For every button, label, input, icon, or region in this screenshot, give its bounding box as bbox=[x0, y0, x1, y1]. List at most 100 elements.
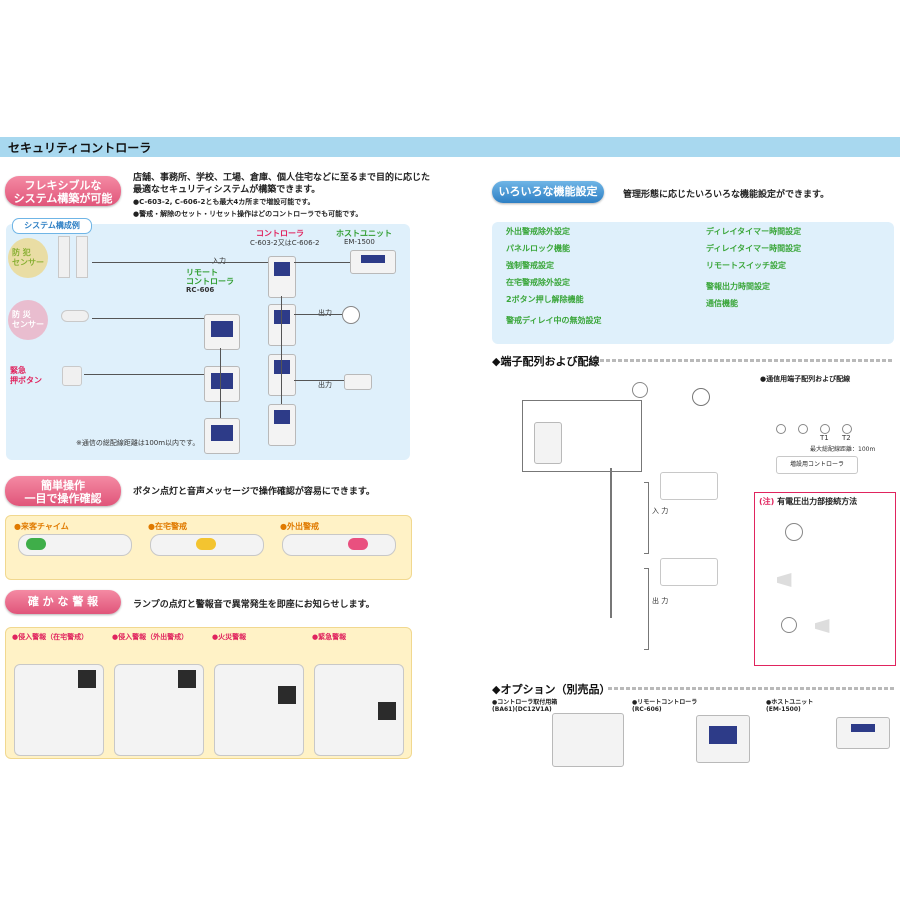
host-model: EM-1500 bbox=[344, 238, 375, 246]
flexible-badge-line1: フレキシブルな bbox=[24, 179, 102, 192]
sensor-device-2 bbox=[76, 236, 88, 278]
easy-col3-title: ●外出警戒 bbox=[280, 522, 319, 531]
terminal-main-box bbox=[522, 400, 642, 472]
remote-unit-3 bbox=[204, 418, 240, 454]
terminal-diagram: 入 力 出 力 bbox=[492, 372, 752, 662]
wire-7 bbox=[281, 296, 282, 404]
flexible-bullet2: ●警戒・解除のセット・リセット操作はどのコントローラでも可能です。 bbox=[133, 210, 363, 218]
easy-badge: 簡単操作 一目で操作確認 bbox=[5, 476, 121, 506]
controller-main bbox=[268, 256, 296, 298]
option-1-name: ●コントローラ取付用箱 bbox=[492, 699, 558, 706]
common-t2: T2 bbox=[842, 434, 851, 442]
feature-8: ディレイタイマー時間設定 bbox=[706, 244, 802, 253]
sensor-emergency-label: 緊急 押ボタン bbox=[10, 366, 42, 385]
output-label-2: 出力 bbox=[318, 381, 332, 389]
page-header: セキュリティコントローラ bbox=[0, 137, 900, 157]
remote-title: リモート コントローラ RC-606 bbox=[186, 268, 234, 294]
system-note: ※通信の総配線距離は100m以内です。 bbox=[76, 439, 200, 447]
alarm-col2-title: ●侵入警報（外出警戒） bbox=[112, 633, 189, 641]
wire-3 bbox=[84, 374, 204, 375]
terminal-title: ◆端子配列および配線 bbox=[492, 355, 600, 368]
terminal-box-1 bbox=[660, 472, 718, 500]
option-3-image bbox=[836, 717, 890, 749]
input-label: 入力 bbox=[212, 257, 226, 265]
controller-2 bbox=[268, 304, 296, 346]
sensor-device-1 bbox=[58, 236, 70, 278]
feature-5: 2ボタン押し解除機能 bbox=[506, 295, 584, 304]
fire-detector bbox=[61, 310, 89, 322]
features-panel: 外出警戒除外設定 パネルロック機能 強制警戒設定 在宅警戒除外設定 2ボタン押し… bbox=[492, 222, 894, 344]
common-t1: T1 bbox=[820, 434, 829, 442]
features-lead: 管理形態に応じたいろいろな機能設定ができます。 bbox=[623, 190, 830, 200]
terminal-controller bbox=[534, 422, 562, 464]
easy-buttons-1 bbox=[18, 534, 132, 556]
option-3-model: (EM-1500) bbox=[766, 706, 801, 713]
common-term-3 bbox=[820, 424, 830, 434]
controller-model: C-603-2又はC-606-2 bbox=[250, 239, 320, 247]
easy-col1-title: ●来客チャイム bbox=[14, 522, 69, 531]
alarm-lamp-1 bbox=[78, 670, 96, 688]
warn-title: 有電圧出力部接続方法 bbox=[777, 497, 858, 506]
feature-4: 在宅警戒除外設定 bbox=[506, 278, 570, 287]
terminal-rule bbox=[600, 359, 894, 362]
easy-btn-green bbox=[26, 538, 46, 550]
sensor-fire-circle bbox=[8, 300, 48, 340]
wire-1 bbox=[92, 262, 268, 263]
common-term-2 bbox=[798, 424, 808, 434]
option-2-image bbox=[696, 715, 750, 763]
option-1-image bbox=[552, 713, 624, 767]
feature-10: 警報出力時間設定 bbox=[706, 282, 770, 291]
warn-section: (注) 有電圧出力部接続方法 bbox=[754, 492, 896, 666]
features-list-right: ディレイタイマー時間設定 ディレイタイマー時間設定 リモートスイッチ設定 警報出… bbox=[706, 226, 886, 309]
sensor-fire-label: 防 災 センサー bbox=[12, 310, 44, 329]
easy-btn-yellow bbox=[196, 538, 216, 550]
alarm-lamp-2 bbox=[178, 670, 196, 688]
terminal-box-2 bbox=[660, 558, 718, 586]
flexible-bullet1: ●C-603-2, C-606-2とも最大4カ所まで増設可能です。 bbox=[133, 198, 315, 206]
easy-btn-pink bbox=[348, 538, 368, 550]
wire-6 bbox=[294, 380, 344, 381]
terminal-ac bbox=[692, 388, 710, 406]
terminal-output-bracket bbox=[644, 568, 649, 650]
controller-title: コントローラ bbox=[256, 229, 304, 238]
feature-6: 警戒ディレイ中の無効設定 bbox=[506, 316, 602, 325]
option-2-name: ●リモートコントローラ bbox=[632, 699, 698, 706]
features-list-left: 外出警戒除外設定 パネルロック機能 強制警戒設定 在宅警戒除外設定 2ボタン押し… bbox=[506, 226, 706, 326]
terminal-input-label: 入 力 bbox=[652, 507, 669, 515]
common-box: 増設用コントローラ bbox=[776, 456, 858, 474]
system-tab: システム構成例 bbox=[12, 218, 92, 234]
sensor-crime-label: 防 犯 センサー bbox=[12, 248, 44, 267]
common-title: ●通信用端子配列および配線 bbox=[760, 375, 851, 383]
feature-9: リモートスイッチ設定 bbox=[706, 261, 786, 270]
output-bell bbox=[342, 306, 360, 324]
wire-2 bbox=[92, 318, 204, 319]
flexible-badge-line2: システム構築が可能 bbox=[13, 192, 113, 205]
warn-horn-2 bbox=[815, 619, 830, 633]
terminal-input-bracket bbox=[644, 482, 649, 554]
warn-horn bbox=[777, 573, 792, 587]
option-3-name: ●ホストユニット bbox=[766, 699, 814, 706]
host-unit bbox=[350, 250, 396, 274]
wire-4 bbox=[294, 262, 350, 263]
feature-2: パネルロック機能 bbox=[506, 244, 570, 253]
wire-5 bbox=[294, 314, 342, 315]
sensor-crime-circle bbox=[8, 238, 48, 278]
easy-lead: ボタン点灯と音声メッセージで操作確認が容易にできます。 bbox=[133, 487, 375, 497]
options-title: ◆オプション（別売品） bbox=[492, 683, 611, 696]
remote-unit-1 bbox=[204, 314, 240, 350]
controller-3 bbox=[268, 354, 296, 396]
easy-col2-title: ●在宅警戒 bbox=[148, 522, 187, 531]
emergency-button bbox=[62, 366, 82, 386]
option-2-model: (RC-606) bbox=[632, 706, 662, 713]
option-3: ●ホストユニット (EM-1500) bbox=[766, 697, 894, 767]
page-title: セキュリティコントローラ bbox=[8, 141, 152, 155]
feature-3: 強制警戒設定 bbox=[506, 261, 554, 270]
alarm-lead: ランプの点灯と警報音で異常発生を即座にお知らせします。 bbox=[133, 600, 375, 610]
alarm-lamp-3 bbox=[278, 686, 296, 704]
common-terminal: ●通信用端子配列および配線 T1 T2 最大総配線距離：100m 増設用コントロ… bbox=[760, 374, 894, 484]
warn-bell-2 bbox=[781, 617, 797, 633]
alarm-col4-title: ●緊急警報 bbox=[312, 633, 347, 641]
terminal-strip bbox=[610, 468, 612, 618]
bell-symbol bbox=[632, 382, 648, 398]
option-1: ●コントローラ取付用箱 (BA61)(DC12V1A) bbox=[492, 697, 628, 767]
